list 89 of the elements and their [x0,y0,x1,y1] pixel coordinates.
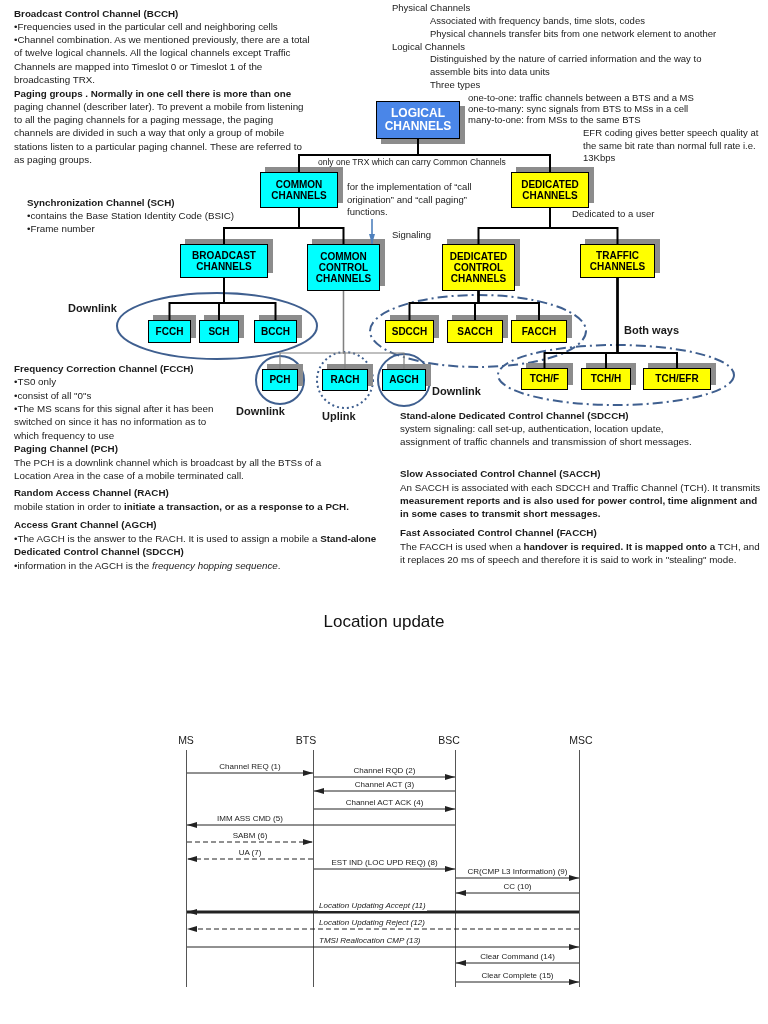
group-label: Both ways [624,324,679,337]
description-text: •Channel combination. As we mentioned previously, there are a total of twelve logical channels. All the logical channels except Traffic Channels are mapped into Timeslot 0 or Timeslot 1 of the broadcasting TRX. [14,33,311,87]
message-label: Clear Complete (15) [480,971,555,981]
outline-text: Distinguished by the nature of carried information and the way to assemble bits into data units [430,53,703,79]
message-label: TMSI Reallocation CMP (13) [318,936,422,946]
outline-text: many-to-one: from MSs to the same BTS [468,113,641,125]
connector-line [477,290,540,321]
message-arrow [186,856,314,862]
message-label: Clear Command (14) [479,952,556,962]
message-label: Channel REQ (1) [218,762,282,772]
connector-line [549,207,619,245]
outline-text: Physical Channels [392,2,471,15]
note-text: for the implementation of “call origination” and “call paging” functions. [347,181,499,219]
description-text: The FACCH is used when a handover is required. It is mapped onto a TCH, and it replaces 20 ms of speech and therefore it is said to work in "stealing" mode. [400,539,761,567]
lifeline [313,750,314,987]
section-heading: Paging Channel (PCH) [14,442,118,456]
description-text: •The AGCH is the answer to the RACH. It is used to assign a mobile a Stand-alone Dedicated Control Channel (SDCCH) [14,531,378,559]
message-arrow [455,875,580,881]
message-label: EST IND (LOC UPD REQ) (8) [330,858,439,868]
group-label: Downlink [68,302,117,315]
connector-line [417,138,551,173]
message-label: Location Updating Reject (12) [318,918,426,928]
outline-text: one-to-many: sync signals from BTS to MSs in a cell [468,102,689,114]
description-text: •Frame number [27,222,95,236]
section-heading: Stand-alone Dedicated Control Channel (SDCCH) [400,408,629,422]
lifeline [186,750,187,987]
description-text: Paging groups . Normally in one cell there is more than one paging channel (describer later). To prevent a mobile from listening to all the paging channels for a paging message, the paging channels are divided in such a way that only a group of mobile stations listen to a particular paging channel. These are referred to as paging groups. [14,86,305,167]
message-label: Channel ACT (3) [353,780,416,790]
message-arrow [455,979,580,985]
message-arrow [313,806,456,812]
description-text: •TS0 only [14,375,57,389]
outline-text: Logical Channels [392,40,465,54]
description-text: mobile station in order to initiate a transaction, or as a response to a PCH. [14,499,349,513]
section-heading: Access Grant Channel (AGCH) [14,518,157,532]
message-label: UA (7) [237,848,263,858]
message-arrow [186,944,580,950]
direction-label: Uplink [322,410,356,423]
note-text: only one TRX which can carry Common Channels [318,156,506,167]
section-heading: Broadcast Control Channel (BCCH) [14,6,179,20]
lifeline-label: MSC [569,734,593,747]
message-arrow [455,890,580,896]
message-label: IMM ASS CMD (5) [216,814,284,824]
outline-text: one-to-one: traffic channels between a BTS and a MS [468,91,694,103]
section-heading: Frequency Correction Channel (FCCH) [14,361,194,375]
message-arrow [313,788,456,794]
direction-label: Downlink [432,385,481,398]
note-text: EFR coding gives better speech quality at the same bit rate than normal full rate i.e. 13Kbps [583,127,760,165]
message-label: Channel ACT ACK (4) [344,798,425,808]
message-label: CC (10) [502,882,533,892]
description-text: •The MS scans for this signal after it has been switched on since it has no information as to which frequency to use [14,402,214,442]
message-label: SABM (6) [231,831,269,841]
message-label: Channel RQD (2) [352,766,417,776]
connector-line [223,277,277,321]
message-arrow [186,926,580,932]
lifeline [455,750,456,987]
message-label: CR(CMP L3 Information) (9) [466,867,569,877]
lifeline [579,750,580,987]
description-text: An SACCH is associated with each SDCCH and Traffic Channel (TCH). It transmits measurement reports and is also used for power control, time alignment and in some cases to transmit short messages. [400,480,762,521]
section-heading: Random Access Channel (RACH) [14,486,169,500]
outline-text: Associated with frequency bands, time slots, codes [430,15,645,28]
diagram-title: Location update [323,611,445,632]
message-arrow [187,909,579,915]
lifeline-label: BSC [438,734,460,747]
message-label: Location Updating Accept (11) [318,901,427,911]
section-heading: Synchronization Channel (SCH) [27,195,175,209]
outline-text: Three types [430,79,481,92]
annotation-text: Signaling [392,229,432,241]
message-arrow [186,822,456,828]
description-text: The PCH is a downlink channel which is broadcast by all the BTSs of a Location Area in the case of a mobile terminated call. [14,455,323,483]
message-arrow [455,960,580,966]
message-arrow [186,770,314,776]
section-heading: Slow Associated Control Channel (SACCH) [400,467,601,481]
description-text: system signaling: call set-up, authentication, location update, assignment of traffic channels and transmission of short messages. [400,422,693,449]
description-text: •Frequencies used in the particular cell and neighboring cells [14,19,278,34]
description-text: •information in the AGCH is the frequency hopping sequence. [14,558,281,572]
pointer-arrow [369,218,375,245]
description-text: •consist of all "0"s [14,388,92,402]
connector-line [342,290,405,370]
direction-label: Downlink [236,405,285,418]
description-text: •contains the Base Station Identity Code (BSIC) [27,208,235,222]
message-arrow [313,774,456,780]
message-arrow [313,866,456,872]
lifeline-label: MS [178,734,194,747]
lifeline-label: BTS [295,734,317,747]
section-heading: Fast Associated Control Channel (FACCH) [400,526,597,540]
outline-text: Physical channels transfer bits from one network element to another [430,27,717,41]
annotation-text: Dedicated to a user [572,208,655,220]
message-arrow [186,839,314,845]
connector-line [616,277,678,369]
